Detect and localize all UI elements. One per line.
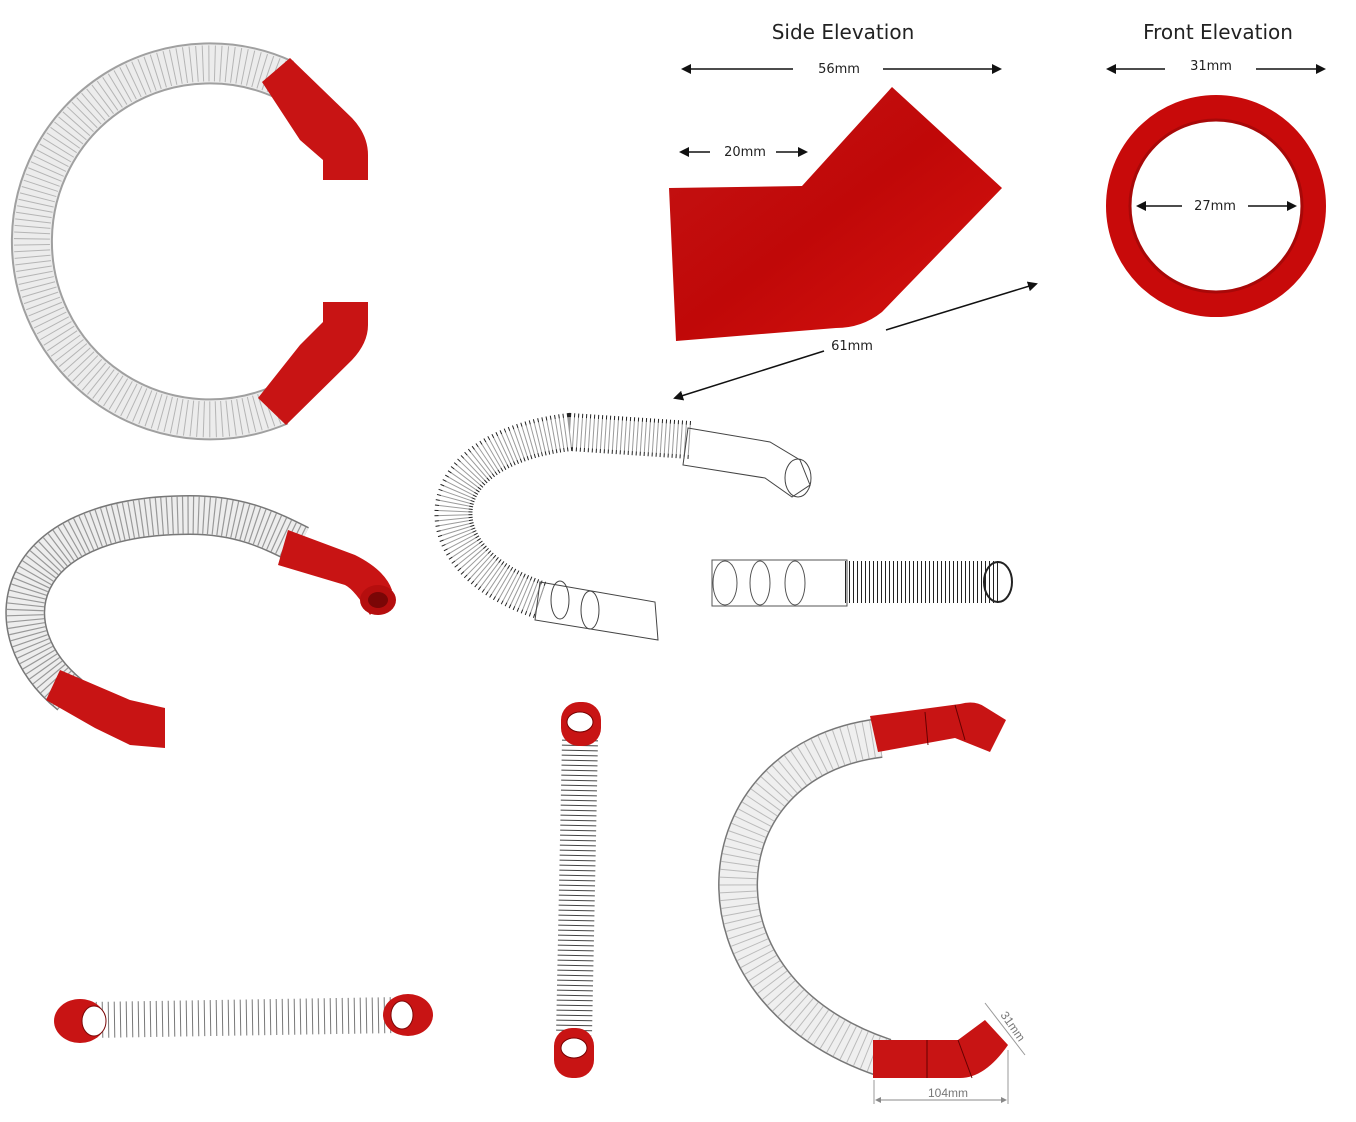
vertical-hose	[554, 702, 601, 1078]
red-cuff-bottom	[258, 302, 368, 425]
straight-hose-red-ends	[54, 994, 433, 1043]
red-cuff-top	[262, 58, 368, 180]
elbow-profile	[669, 87, 1002, 341]
wireframe-hose-curved	[434, 412, 812, 641]
front-elevation: Front Elevation 31mm 27mm	[1106, 20, 1326, 317]
side-elevation: Side Elevation 56mm 20mm 61mm	[669, 20, 1038, 401]
side-elevation-title: Side Elevation	[772, 20, 915, 44]
outer-31-label: 31mm	[1190, 59, 1232, 74]
inner-27-label: 27mm	[1194, 199, 1236, 214]
red-cuff-top	[870, 702, 1006, 752]
width-56-label: 56mm	[818, 62, 860, 77]
perspective-hose-red	[5, 494, 396, 748]
wireframe-hose-straight	[711, 559, 1013, 607]
ring	[1106, 95, 1326, 317]
red-cuff-start	[46, 670, 165, 748]
front-elevation-title: Front Elevation	[1143, 20, 1293, 44]
c-hose-dimensioned: 104mm 31mm	[718, 702, 1028, 1104]
red-cuff-bottom	[873, 1020, 1008, 1078]
c-hose-top-view	[10, 42, 368, 441]
straight-20-label: 20mm	[724, 145, 766, 160]
length-104-label: 104mm	[928, 1086, 968, 1100]
diagonal-61-label: 61mm	[831, 339, 873, 354]
